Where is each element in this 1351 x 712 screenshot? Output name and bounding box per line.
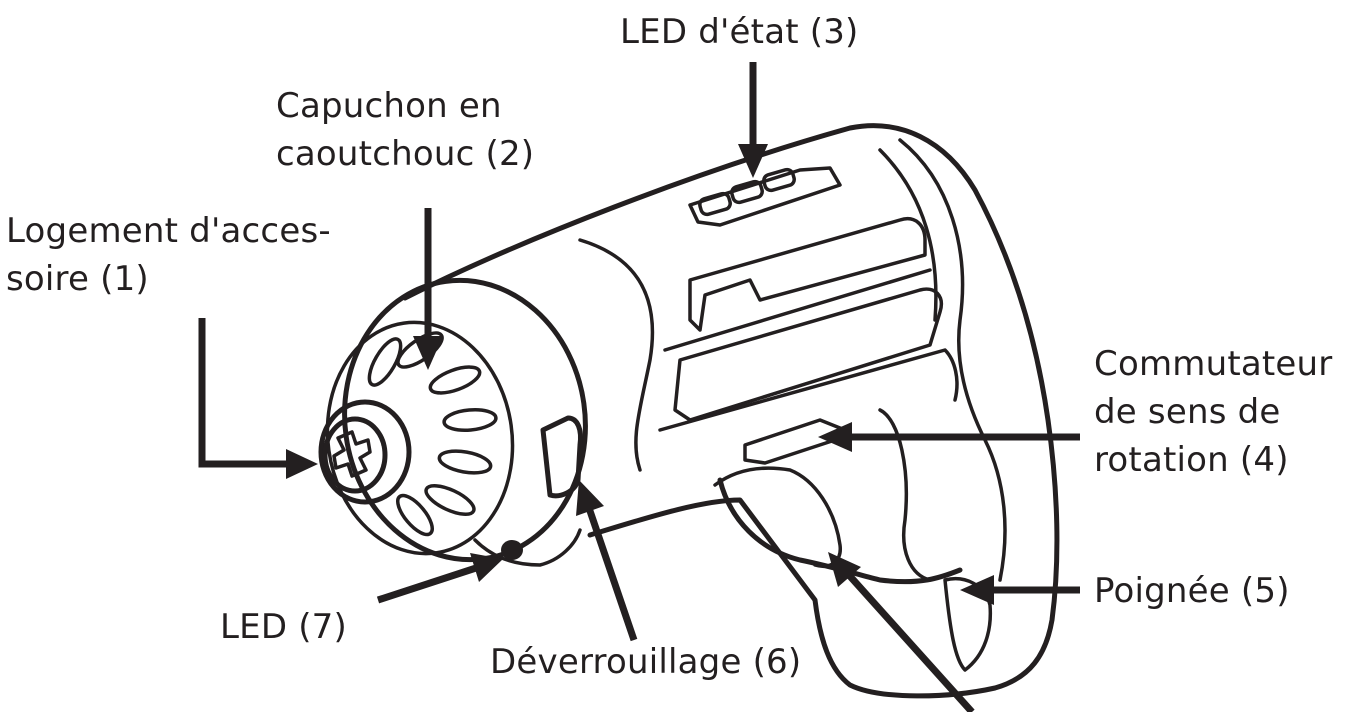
arrowhead-led	[470, 553, 503, 582]
label-led: LED (7)	[220, 607, 347, 647]
label-direction-switch-line-2: de sens de	[1094, 392, 1281, 432]
label-direction-switch-line-1: Commutateur	[1094, 344, 1333, 384]
arrow-trigger	[845, 571, 975, 712]
rubber-cap	[325, 320, 515, 556]
label-accessory-line-1: Logement d'acces-	[6, 211, 331, 251]
arrowhead-rubber-cap	[413, 336, 443, 370]
hex-socket	[332, 430, 372, 478]
led-dot	[501, 540, 523, 560]
label-handle: Poignée (5)	[1094, 571, 1290, 611]
label-status-led: LED d'état (3)	[620, 12, 859, 52]
side-panel-upper	[688, 217, 927, 332]
rear-contour	[898, 138, 1007, 582]
label-accessory-line-2: soire (1)	[6, 259, 149, 299]
arrowhead-accessory	[286, 449, 318, 479]
led-panel	[688, 166, 842, 227]
arrow-led	[376, 564, 478, 604]
arrowhead-handle	[960, 575, 994, 605]
status-led-1	[698, 191, 732, 217]
status-led-3	[762, 167, 796, 193]
arrow-unlock	[585, 506, 638, 642]
arrowhead-direction-switch	[818, 422, 852, 452]
label-direction-switch: Commutateur de sens de rotation (4)	[1094, 340, 1332, 484]
unlock-button	[540, 415, 583, 499]
label-direction-switch-line-3: rotation (4)	[1094, 440, 1289, 480]
arrowhead-trigger	[828, 552, 861, 587]
arrow-accessory	[198, 318, 290, 468]
side-panel-lower	[673, 287, 943, 422]
label-unlock: Déverrouillage (6)	[490, 642, 802, 682]
label-rubber-cap: Capuchon en caoutchouc (2)	[276, 82, 534, 178]
body-outline	[402, 123, 1060, 699]
rear-contour-inner	[878, 148, 938, 322]
cap-ridges	[367, 331, 498, 537]
arrowhead-unlock	[576, 480, 604, 516]
label-accessory: Logement d'acces- soire (1)	[6, 207, 331, 303]
label-rubber-cap-line-1: Capuchon en	[276, 86, 502, 126]
status-led-2	[730, 179, 764, 205]
led-housing	[473, 528, 582, 567]
arrowhead-status-led	[738, 144, 768, 178]
handle-inner	[878, 408, 932, 582]
chuck-inner	[322, 416, 388, 494]
label-rubber-cap-line-2: caoutchouc (2)	[276, 134, 535, 174]
top-seam	[578, 238, 655, 472]
chuck-outer	[318, 399, 412, 505]
side-panel-band	[658, 268, 959, 432]
